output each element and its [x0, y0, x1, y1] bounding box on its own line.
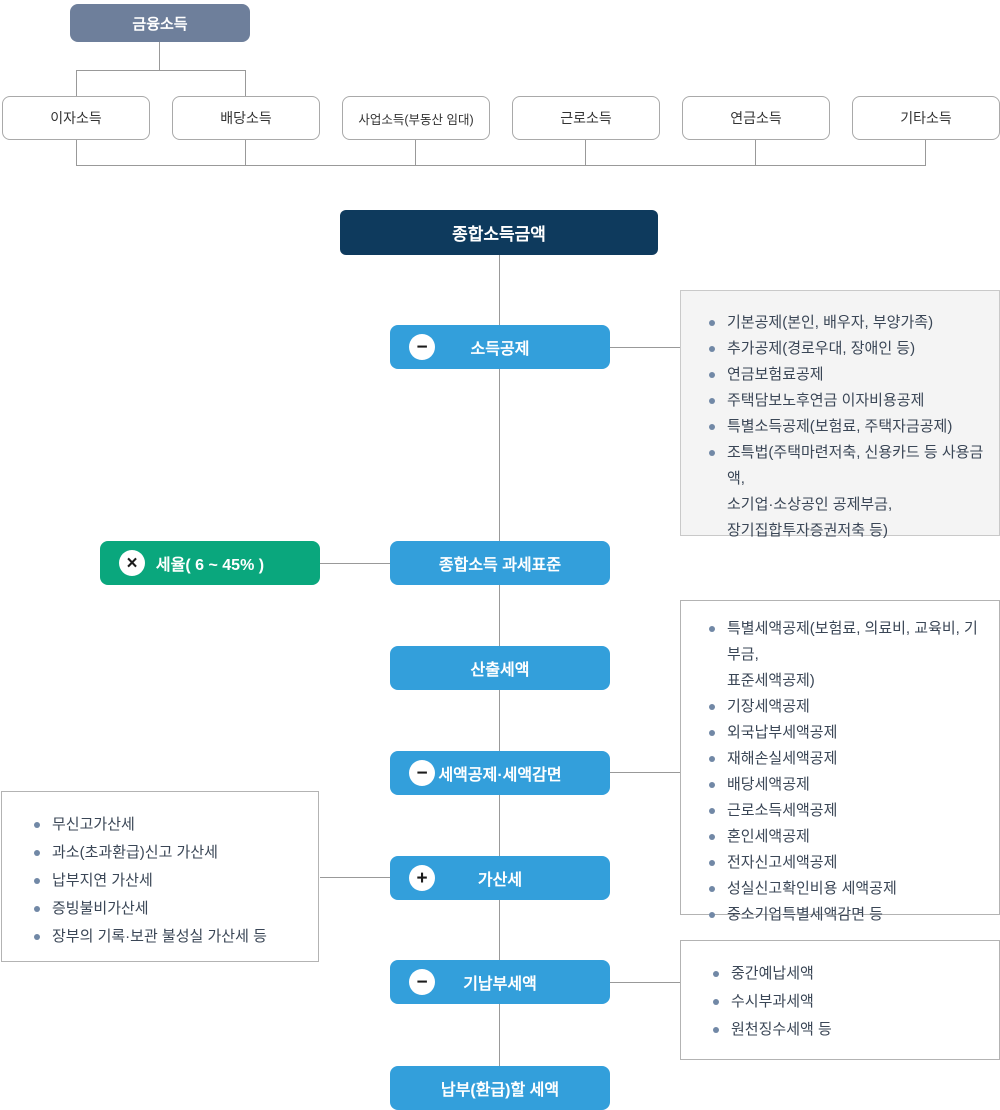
connector-line	[610, 772, 680, 773]
connector-line	[245, 70, 246, 96]
income-deduction-panel: 기본공제(본인, 배우자, 부양가족)추가공제(경로우대, 장애인 등)연금보험…	[680, 290, 1000, 539]
list-item: 과소(초과환급)신고 가산세	[32, 839, 308, 867]
step-tax-credit: − 세액공제·세액감면	[390, 751, 610, 795]
list-item: 성실신고확인비용 세액공제	[707, 876, 989, 902]
list-item: 기본공제(본인, 배우자, 부양가족)	[707, 310, 989, 336]
step-label: 가산세	[477, 872, 523, 889]
list-item: 특별소득공제(보험료, 주택자금공제)	[707, 414, 989, 440]
list-item: 원천징수세액 등	[711, 1016, 989, 1044]
connector-line	[415, 139, 416, 166]
connector-line	[245, 139, 246, 166]
tax-credit-panel: 특별세액공제(보험료, 의료비, 교육비, 기부금, 표준세액공제)기장세액공제…	[680, 600, 1000, 923]
step-label: 납부(환급)할 세액	[440, 1082, 560, 1099]
total-income-box: 종합소득금액	[340, 210, 658, 255]
connector-line	[610, 982, 680, 983]
step-label: 소득공제	[470, 341, 530, 358]
list-item: 기장세액공제	[707, 694, 989, 720]
minus-icon: −	[409, 969, 435, 995]
list-item: 납부지연 가산세	[32, 867, 308, 895]
income-box-wage: 근로소득	[512, 96, 660, 140]
step-prepaid-tax: − 기납부세액	[390, 960, 610, 1004]
list-item: 외국납부세액공제	[707, 720, 989, 746]
list-item: 혼인세액공제	[707, 824, 989, 850]
minus-icon: −	[409, 760, 435, 786]
connector-line	[925, 139, 926, 166]
list-item: 무신고가산세	[32, 811, 308, 839]
list-item: 추가공제(경로우대, 장애인 등)	[707, 336, 989, 362]
income-box-pension: 연금소득	[682, 96, 830, 140]
connector-line	[76, 70, 77, 96]
minus-icon: −	[409, 334, 435, 360]
connector-line	[159, 42, 160, 70]
list-item: 중소기업특별세액감면 등	[707, 902, 989, 928]
income-box-interest: 이자소득	[2, 96, 150, 140]
list-item: 주택담보노후연금 이자비용공제	[707, 388, 989, 414]
list-item: 중간예납세액	[711, 960, 989, 988]
list-item: 증빙불비가산세	[32, 895, 308, 923]
step-calculated-tax: 산출세액	[390, 646, 610, 690]
connector-line	[76, 165, 926, 166]
connector-line	[76, 139, 77, 166]
step-label: 세액공제·세액감면	[438, 767, 562, 784]
step-tax-base: 종합소득 과세표준	[390, 541, 610, 585]
list-item: 수시부과세액	[711, 988, 989, 1016]
connector-line	[76, 70, 246, 71]
plus-icon: +	[409, 865, 435, 891]
connector-line	[320, 563, 390, 564]
step-income-deduction: − 소득공제	[390, 325, 610, 369]
step-label: 기납부세액	[463, 976, 537, 993]
income-box-business: 사업소득(부동산 임대)	[342, 96, 490, 140]
step-final-tax: 납부(환급)할 세액	[390, 1066, 610, 1110]
list-item: 장부의 기록·보관 불성실 가산세 등	[32, 923, 308, 951]
list-item: 배당세액공제	[707, 772, 989, 798]
connector-line	[610, 347, 680, 348]
list-item: 연금보험료공제	[707, 362, 989, 388]
income-box-dividend: 배당소득	[172, 96, 320, 140]
list-item: 근로소득세액공제	[707, 798, 989, 824]
step-label: 산출세액	[470, 662, 530, 679]
tax-rate-label: 세율( 6 ~ 45% )	[155, 557, 265, 574]
tax-rate-box: × 세율( 6 ~ 45% )	[100, 541, 320, 585]
list-item: 재해손실세액공제	[707, 746, 989, 772]
income-box-other: 기타소득	[852, 96, 1000, 140]
list-item: 조특법(주택마련저축, 신용카드 등 사용금액, 소기업·소상공인 공제부금, …	[707, 440, 989, 544]
list-item: 전자신고세액공제	[707, 850, 989, 876]
connector-line	[320, 877, 390, 878]
financial-income-box: 금융소득	[70, 4, 250, 42]
list-item: 특별세액공제(보험료, 의료비, 교육비, 기부금, 표준세액공제)	[707, 616, 989, 694]
step-label: 종합소득 과세표준	[438, 557, 562, 574]
connector-line	[755, 139, 756, 166]
multiply-icon: ×	[119, 550, 145, 576]
connector-line	[585, 139, 586, 166]
step-penalty-tax: + 가산세	[390, 856, 610, 900]
